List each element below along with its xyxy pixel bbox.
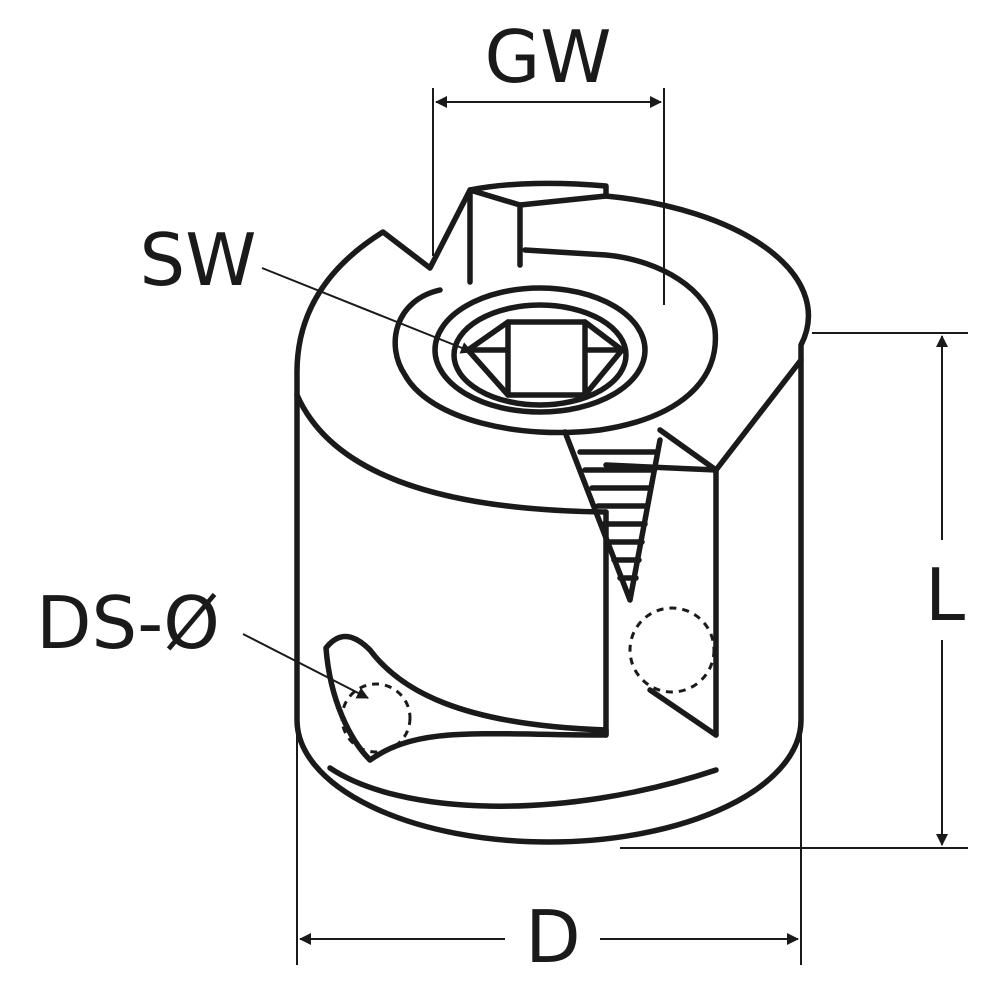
dimension-gw: GW [432, 15, 665, 305]
dimension-d: D [296, 728, 802, 979]
slot-top-wall-diag [467, 187, 609, 208]
ds-leader-line [242, 633, 369, 699]
dimension-ds: DS-Ø [36, 581, 369, 699]
gw-label: GW [485, 15, 612, 99]
base-inner-arc [327, 765, 719, 809]
sw-label: SW [140, 218, 257, 302]
cylinder-body [294, 180, 812, 845]
slot-front-ledge [657, 427, 719, 473]
cable-circle-back [628, 606, 716, 694]
hex-socket-screw [465, 319, 663, 603]
cable-circle-front [340, 682, 412, 754]
bolt-head-ring [451, 302, 629, 408]
top-outer-ring [392, 247, 719, 436]
cable-slot-outline [323, 633, 609, 763]
slot-top-edge [713, 357, 804, 473]
d-label: D [525, 895, 580, 979]
l-label: L [925, 553, 965, 637]
ds-label: DS-Ø [36, 581, 220, 665]
hex-inner-edge [465, 319, 625, 398]
top-face-front-edge [294, 392, 609, 515]
screw-shank [562, 429, 663, 603]
screw-threads [577, 449, 658, 581]
slot-inner-edge [647, 687, 719, 738]
dimension-l: L [620, 332, 968, 849]
top-face [392, 187, 719, 473]
top-inner-ring [432, 285, 648, 415]
cable-hole [323, 606, 716, 763]
sw-leader-line [261, 267, 473, 354]
slot-back-edge [603, 462, 719, 473]
dimension-sw: SW [140, 218, 473, 354]
